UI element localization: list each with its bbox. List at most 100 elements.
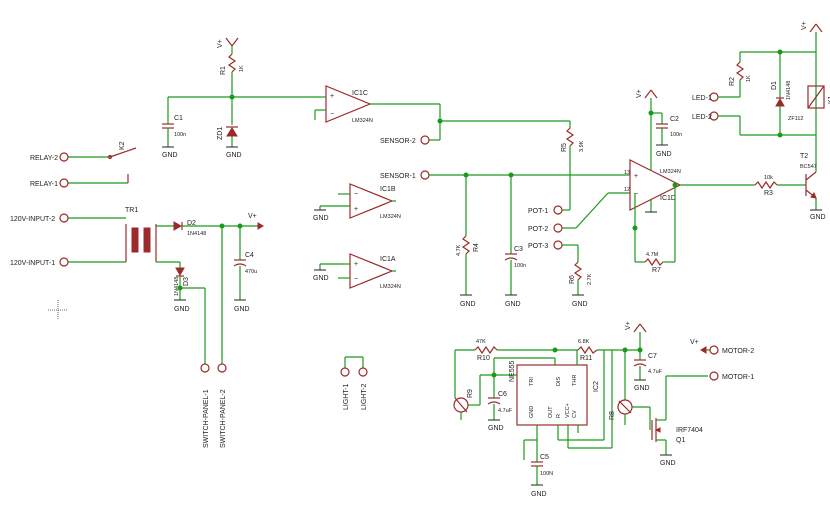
switch-panel1-label: SWITCH-PANEL-1	[203, 389, 210, 448]
c1-name: C1	[174, 115, 183, 122]
right-vplus: V+	[801, 21, 808, 30]
motor-vplus: V+	[690, 339, 699, 346]
motor1-connector[interactable]	[709, 371, 719, 381]
motor2-connector[interactable]	[709, 345, 719, 355]
c3-gnd: GND	[505, 301, 521, 308]
ic2-pin-gnd: GND	[529, 406, 535, 418]
r4-value: 4.7K	[456, 244, 462, 256]
pot1-connector[interactable]	[553, 205, 563, 215]
sensor1-connector[interactable]	[420, 170, 430, 180]
d3-value: 1N4148	[174, 277, 180, 296]
motor-block: V+ MOTOR-2 MOTOR-1	[690, 339, 754, 381]
c1-block: C1 100n GND	[162, 97, 186, 159]
c4-gnd: GND	[234, 306, 250, 313]
ic2-pin-vcc: VCC+	[565, 403, 571, 418]
r7-value: 4.7M	[646, 252, 659, 258]
sensor1-label: SENSOR-1	[380, 173, 416, 180]
r3-value: 10k	[764, 175, 773, 181]
relay2-connector[interactable]	[59, 152, 69, 162]
t2-value: BC547	[800, 164, 817, 170]
ic1d-name: IC1D	[660, 195, 676, 202]
c3-block: C3 100n GND	[504, 175, 526, 308]
k1-name: K1	[828, 95, 830, 104]
light1-label: LIGHT-1	[343, 383, 350, 410]
r6-name: R6	[569, 275, 576, 284]
pot3-connector[interactable]	[553, 240, 563, 250]
zd1-name: ZD1	[217, 127, 224, 140]
light1-connector[interactable]	[340, 367, 350, 377]
svg-text:13: 13	[624, 170, 630, 176]
r5-value: 3.9K	[579, 140, 585, 152]
r1-name: R1	[220, 66, 227, 75]
ic2-value: NE555	[509, 360, 516, 382]
light2-connector[interactable]	[358, 367, 368, 377]
relay1-connector[interactable]	[59, 178, 69, 188]
r11-value: 6.8K	[578, 339, 590, 345]
t2-name: T2	[800, 153, 808, 160]
switch-panel2-connector[interactable]	[217, 363, 227, 373]
svg-text:+: +	[354, 261, 358, 268]
k1-block: K1 ZF112	[788, 85, 830, 122]
c3-name: C3	[514, 246, 523, 253]
r5-block: R5 3.9K	[561, 121, 585, 210]
r11-name: R11	[580, 355, 592, 362]
r4-block: 4.7K R4 GND	[456, 175, 480, 308]
svg-text:12: 12	[624, 187, 630, 193]
t2-block: T2 BC547 GND	[800, 140, 826, 221]
d2-value: 1N4148	[187, 231, 206, 237]
pot2-connector[interactable]	[553, 223, 563, 233]
c1-gnd: GND	[162, 152, 178, 159]
k1-value: ZF112	[788, 116, 804, 122]
light-block: LIGHT-1 LIGHT-2	[340, 356, 368, 410]
r2-value: 1K	[746, 75, 752, 82]
r4-name: R4	[473, 243, 480, 252]
ic1d-value: LM324N	[660, 169, 681, 175]
motor2-label: MOTOR-2	[722, 348, 754, 355]
c4-vplus: V+	[248, 213, 257, 220]
d1-name: D1	[771, 81, 778, 90]
ic1c-name: IC1C	[352, 90, 368, 97]
sensor2-connector[interactable]	[420, 135, 430, 145]
r7-name: R7	[652, 267, 661, 274]
c5-block: C5 100N GND	[531, 440, 553, 498]
tr1-name: TR1	[125, 207, 138, 214]
c4-block: C4 470u GND	[233, 226, 257, 313]
r9-block: R9	[453, 389, 474, 413]
relay1-label: RELAY-1	[30, 181, 58, 188]
r3-name: R3	[764, 190, 773, 197]
k2-block: K2 RELAY-2 RELAY-1	[30, 141, 137, 188]
k2-name: K2	[119, 141, 126, 150]
c6-value: 4.7uF	[498, 408, 513, 414]
c2-vplus: V+	[636, 89, 643, 98]
led1-label: LED-1	[692, 95, 712, 102]
pot3-label: POT-3	[528, 243, 548, 250]
r1-block: V+ R1 1K	[217, 37, 245, 97]
zd1-block: ZD1 GND	[217, 97, 242, 159]
c2-gnd: GND	[656, 151, 672, 158]
c6-block: C6 4.7uF GND	[487, 375, 513, 432]
c5-gnd: GND	[531, 491, 547, 498]
switch-panel1-connector[interactable]	[200, 363, 210, 373]
svg-text:−: −	[634, 191, 638, 198]
r6-value: 2.7K	[587, 273, 593, 285]
pots-block: POT-1 POT-2 POT-3	[528, 192, 630, 262]
c6-gnd: GND	[488, 425, 504, 432]
q1-value: IRF7404	[676, 427, 703, 434]
r2-block: R2 1K	[729, 52, 752, 97]
pot2-label: POT-2	[528, 226, 548, 233]
vplus-right: V+	[801, 21, 823, 140]
q1-block: IRF7404 Q1 GND	[649, 376, 703, 467]
c3-value: 100n	[514, 263, 526, 269]
pot1-label: POT-1	[528, 208, 548, 215]
input2-connector[interactable]	[59, 213, 69, 223]
svg-text:+: +	[634, 173, 638, 180]
input1-connector[interactable]	[59, 257, 69, 267]
r6-gnd: GND	[572, 301, 588, 308]
c2-block: V+ C2 100n GND	[636, 89, 682, 158]
ic1b-block: −+ GND IC1B LM324N	[313, 183, 401, 222]
ic1a-value: LM324N	[380, 284, 401, 290]
r5-name: R5	[561, 143, 568, 152]
crosshair-cursor-icon	[48, 300, 68, 320]
input1-label: 120V-INPUT-1	[10, 260, 55, 267]
